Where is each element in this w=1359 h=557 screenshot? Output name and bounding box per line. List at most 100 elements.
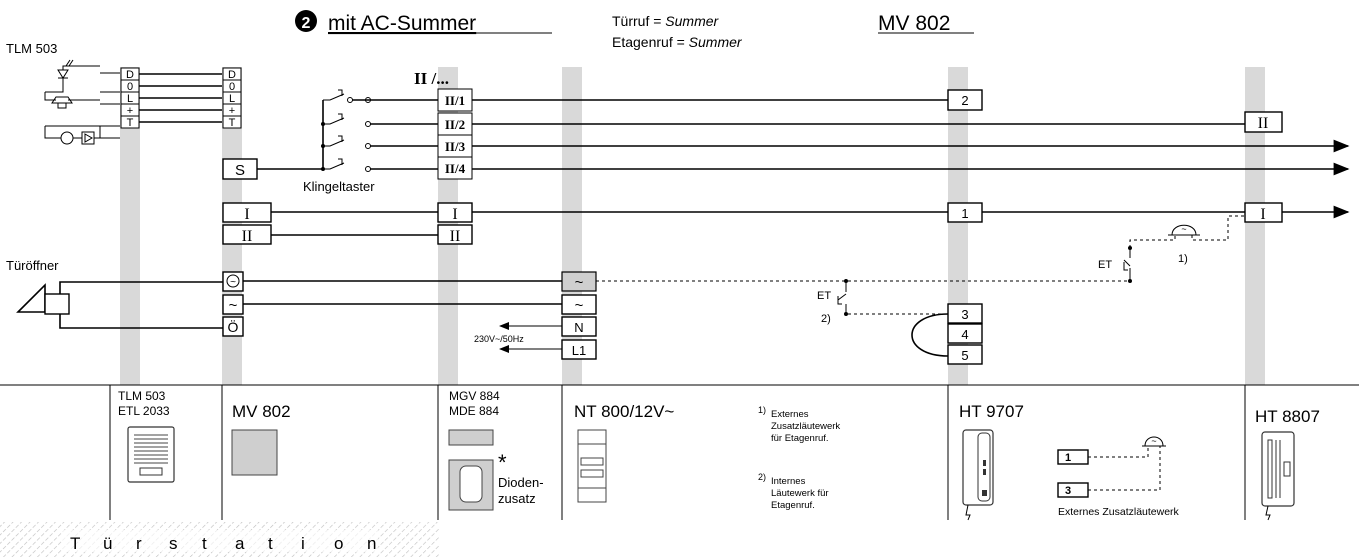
- step-number-badge: [295, 10, 317, 32]
- svg-text:MGV 884: MGV 884: [449, 389, 500, 403]
- svg-text:3: 3: [961, 307, 968, 322]
- svg-text:+: +: [127, 105, 133, 117]
- svg-text:1): 1): [1178, 253, 1188, 265]
- svg-text:HT 8807: HT 8807: [1255, 407, 1320, 426]
- mv-power-terminals: ~ ~ Ö: [222, 271, 562, 337]
- tlm-symbols: TLM 503: [6, 41, 120, 145]
- svg-text:D: D: [126, 69, 134, 81]
- svg-text:1: 1: [1065, 452, 1071, 464]
- svg-text:I: I: [452, 206, 457, 223]
- svg-text:+: +: [229, 105, 235, 117]
- svg-text:2: 2: [961, 93, 968, 108]
- svg-text:o: o: [334, 534, 343, 553]
- svg-text:Dioden-: Dioden-: [498, 475, 544, 490]
- ht9707-terminals: 2 1 3 4 5: [911, 89, 983, 365]
- svg-text:s: s: [169, 534, 178, 553]
- svg-text:~: ~: [229, 297, 238, 314]
- svg-text:S: S: [235, 162, 245, 179]
- mgv-header: II /...: [414, 69, 449, 88]
- external-bell-diagram: 1 3 ~ Externes Zusatzläutewerk: [1057, 436, 1180, 518]
- tlm-title: TLM 503: [6, 41, 57, 56]
- svg-text:HT 9707: HT 9707: [959, 402, 1024, 421]
- svg-text:T: T: [229, 117, 236, 129]
- svg-text:II/3: II/3: [445, 139, 466, 154]
- header: 2 mit AC-Summer Türruf = Summer Etagenru…: [295, 10, 974, 50]
- svg-text:MDE 884: MDE 884: [449, 404, 499, 418]
- ht9707-device-image: [962, 429, 994, 521]
- nt-terminals: ~ ~ N L1 230V~/50Hz: [474, 271, 597, 360]
- floor-call-wiring: ET 2) ET ~ 1): [596, 215, 1245, 325]
- svg-text:ETL 2033: ETL 2033: [118, 404, 170, 418]
- mv-device-image: [231, 429, 278, 476]
- svg-text:II: II: [450, 228, 461, 245]
- svg-text:0: 0: [127, 81, 133, 93]
- band-nt: [562, 67, 582, 385]
- svg-text:TLM 503: TLM 503: [118, 389, 166, 403]
- footnotes: 1) Externes Zusatzläutewerk für Etagenru…: [758, 405, 840, 511]
- svg-text:II/1: II/1: [445, 93, 465, 108]
- svg-text:5: 5: [961, 348, 968, 363]
- svg-text:N: N: [574, 320, 583, 335]
- svg-text:II: II: [1258, 115, 1269, 132]
- speaker-icon: [51, 96, 73, 109]
- ht8807-device-image: [1261, 431, 1295, 521]
- nt-device-image: [577, 429, 607, 503]
- svg-text:I: I: [1260, 206, 1265, 223]
- external-bell-icon: [1168, 224, 1200, 236]
- roman-wires: I II I II: [222, 202, 1350, 245]
- svg-text:ü: ü: [103, 534, 112, 553]
- svg-text:2): 2): [758, 472, 766, 482]
- turruf-label: Türruf = Summer: [612, 13, 720, 29]
- svg-text:0: 0: [229, 81, 235, 93]
- svg-text:i: i: [301, 534, 305, 553]
- svg-text:t: t: [268, 534, 273, 553]
- svg-text:II: II: [242, 228, 253, 245]
- band-tlm: [120, 67, 140, 385]
- svg-text:Etagenruf.: Etagenruf.: [771, 500, 815, 511]
- etagenruf-label: Etagenruf = Summer: [612, 34, 743, 50]
- svg-text:a: a: [235, 534, 245, 553]
- led-icon: [57, 59, 74, 79]
- svg-text:zusatz: zusatz: [498, 491, 536, 506]
- mde-device-image: [448, 429, 494, 446]
- svg-text:Externes: Externes: [771, 409, 809, 420]
- svg-text:MV 802: MV 802: [232, 402, 291, 421]
- mode-title: mit AC-Summer: [328, 12, 476, 35]
- diode-star: *: [498, 450, 507, 475]
- svg-text:~: ~: [1181, 224, 1186, 234]
- svg-text:~: ~: [230, 277, 236, 288]
- bell-button-label: Klingeltaster: [303, 179, 375, 194]
- svg-text:I: I: [244, 206, 249, 223]
- svg-text:II/2: II/2: [445, 117, 465, 132]
- door-opener-icon: [16, 281, 223, 329]
- svg-text:4: 4: [961, 327, 968, 342]
- mv-terminal-block: D 0 L + T: [222, 67, 242, 129]
- tlm-mv-wires: [139, 73, 222, 123]
- svg-text:für Etagenruf.: für Etagenruf.: [771, 433, 829, 444]
- microphone-icon: [60, 131, 74, 145]
- device-labels: TLM 503 ETL 2033 MV 802 MGV 884 MDE 884 …: [118, 389, 1320, 426]
- svg-text:T: T: [127, 117, 134, 129]
- bell-buttons: [321, 89, 438, 172]
- bell-lines: [472, 99, 1350, 176]
- svg-text:L1: L1: [572, 343, 586, 358]
- svg-text:L: L: [229, 93, 235, 105]
- step-number: 2: [302, 15, 311, 32]
- mgv-device-image: [448, 459, 494, 511]
- svg-text:3: 3: [1065, 485, 1071, 497]
- ht8807-terminals: II I: [1244, 111, 1283, 223]
- svg-text:D: D: [228, 69, 236, 81]
- svg-text:Internes: Internes: [771, 476, 806, 487]
- svg-text:t: t: [202, 534, 207, 553]
- svg-text:1): 1): [758, 405, 766, 415]
- svg-text:Externes Zusatzläutewerk: Externes Zusatzläutewerk: [1058, 506, 1180, 518]
- tlm-terminal-block: D 0 L + T: [120, 67, 140, 129]
- svg-text:ET: ET: [1098, 259, 1112, 271]
- mgv-bell-terminals: II/1 II/2 II/3 II/4: [437, 88, 473, 180]
- column-dividers: [109, 385, 1246, 520]
- svg-text:NT 800/12V~: NT 800/12V~: [574, 402, 674, 421]
- door-opener-label: Türöffner: [6, 258, 59, 273]
- svg-text:~: ~: [575, 297, 584, 314]
- footer-label: T ü r s t a t i o n: [0, 522, 440, 557]
